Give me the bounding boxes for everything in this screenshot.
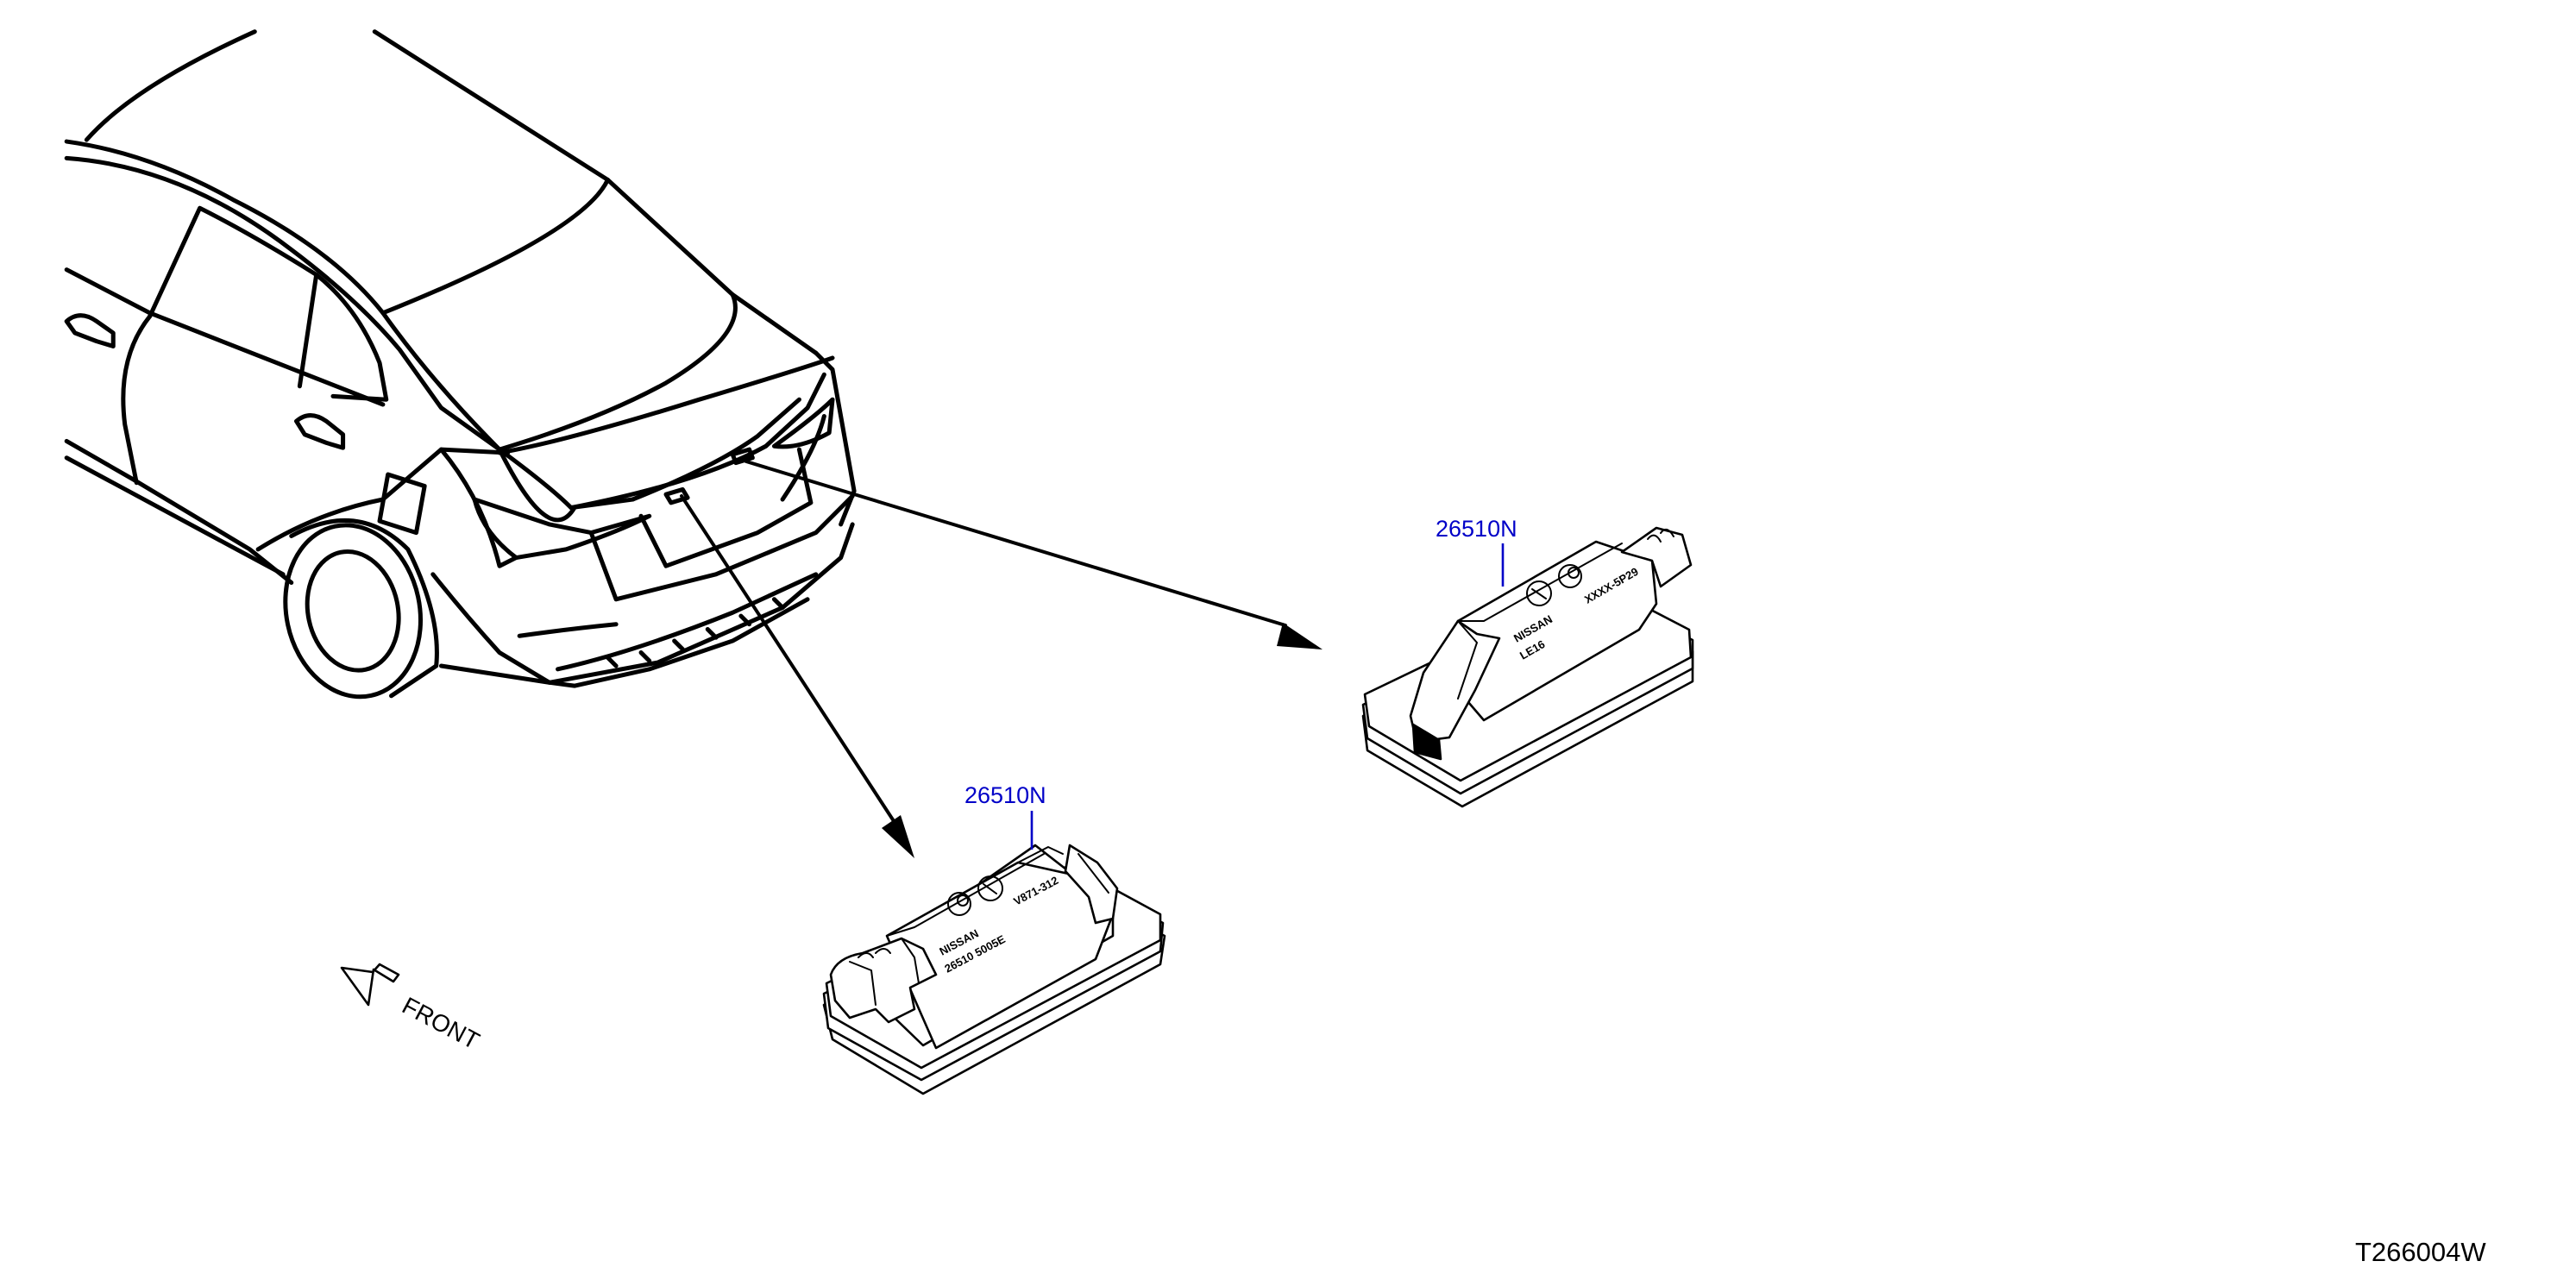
diagram-id: T266004W <box>2355 1237 2486 1267</box>
callout-2: 26510N <box>1436 516 1517 587</box>
front-arrow-icon <box>340 963 400 1007</box>
part-number-label-1[interactable]: 26510N <box>964 782 1046 808</box>
front-label: FRONT <box>398 992 484 1055</box>
license-lamp-1: NISSAN 26510 5005E V871-312 <box>822 844 1166 1095</box>
front-direction-indicator: FRONT <box>340 963 484 1055</box>
location-arrows <box>680 460 1323 858</box>
part-number-label-2[interactable]: 26510N <box>1436 516 1517 542</box>
arrow-head-1 <box>882 815 914 858</box>
arrow-head-2 <box>1277 623 1323 649</box>
license-lamp-2: NISSAN LE16 XXXX-5P29 <box>1361 526 1694 808</box>
vehicle-rear-illustration <box>64 29 857 700</box>
callout-1: 26510N <box>964 782 1046 850</box>
